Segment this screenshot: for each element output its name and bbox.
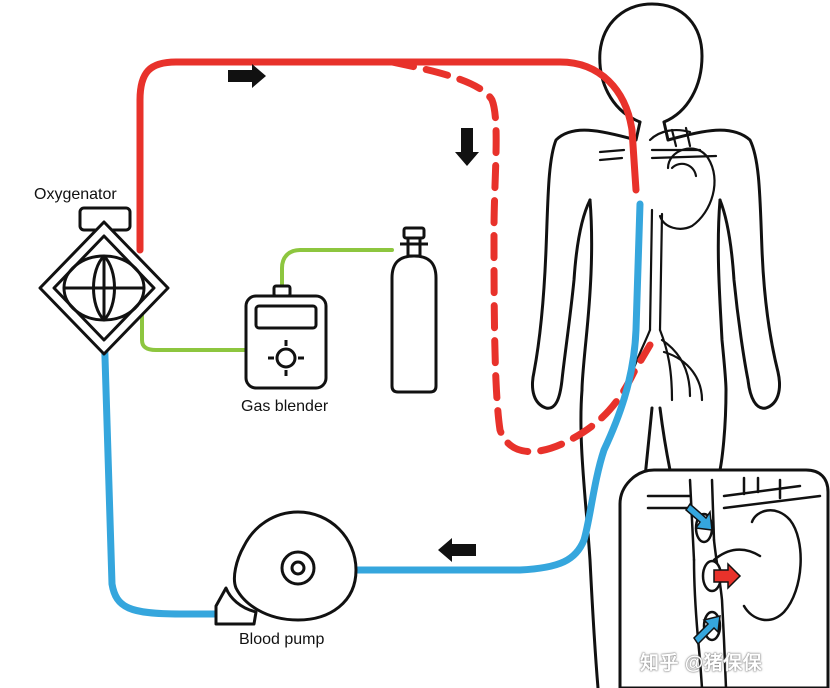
gas-cylinder (390, 226, 438, 394)
inset-blue-arrow-bottom-icon (693, 615, 721, 646)
oxygenator-device (38, 206, 170, 356)
vessels-and-heart (598, 126, 718, 402)
oxygenated-return-line (136, 58, 654, 455)
deoxygenated-drainage-line (100, 200, 644, 618)
arrow-left-icon (438, 538, 476, 562)
inset-detail-panel (618, 468, 830, 688)
arrow-down-icon (455, 128, 479, 166)
blood-pump-label: Blood pump (239, 631, 325, 648)
oxygenator-label: Oxygenator (34, 186, 117, 203)
inset-red-arrow-icon (713, 562, 742, 590)
gas-lines (140, 248, 394, 352)
blood-pump-device (214, 510, 358, 626)
gas-blender-device (244, 284, 328, 390)
flow-arrows (228, 64, 479, 562)
gas-blender-label: Gas blender (241, 398, 329, 415)
arrow-right-icon (228, 64, 266, 88)
watermark-text: 知乎 @猪保保 (640, 653, 763, 674)
inset-blue-arrow-top-icon (685, 502, 713, 531)
